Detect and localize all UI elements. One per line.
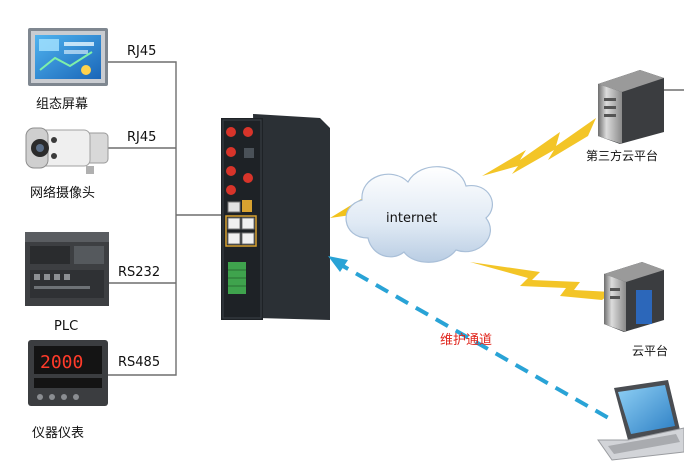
internet-cloud-icon: [345, 166, 493, 263]
instrument-meter-label: 仪器仪表: [32, 426, 84, 441]
camera-label: 网络摄像头: [30, 185, 95, 201]
instrument-meter-icon: 2000: [28, 340, 108, 406]
camera-icon: [25, 127, 109, 174]
port-label-camera: RJ45: [127, 130, 156, 145]
port-label-meter: RS485: [118, 355, 160, 370]
wireless-link-cloud-platform: [470, 262, 612, 300]
meter-display-value: 2000: [40, 352, 83, 373]
wireless-link-third-party: [482, 118, 596, 176]
plc-icon: [25, 232, 109, 306]
maintenance-channel-label: 维护通道: [440, 333, 492, 348]
port-label-hmi: RJ45: [127, 44, 156, 59]
laptop-icon: [597, 380, 684, 461]
cloud-platform-server-icon: [604, 262, 664, 332]
internet-label: internet: [386, 211, 437, 226]
cloud-platform-label: 云平台: [632, 343, 668, 358]
third-party-cloud-label: 第三方云平台: [586, 148, 658, 163]
gateway-router-icon: [221, 114, 330, 320]
hmi-screen-icon: [28, 28, 108, 86]
plc-label: PLC: [54, 319, 78, 334]
wire-bus: [108, 61, 222, 376]
third-party-server-icon: [598, 70, 684, 144]
maintenance-channel-arrow: [328, 256, 613, 422]
port-label-plc: RS232: [118, 265, 160, 280]
hmi-screen-label: 组态屏幕: [36, 97, 88, 112]
